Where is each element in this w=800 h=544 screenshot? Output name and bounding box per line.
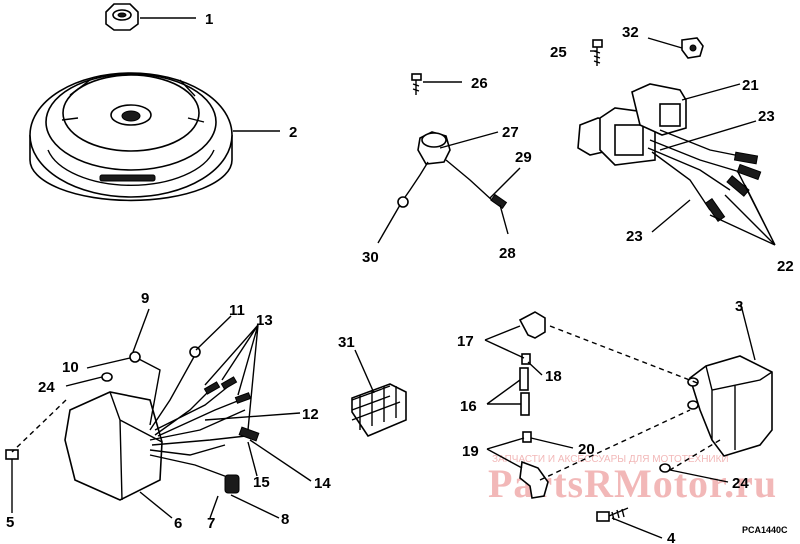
callout-23-bottom: 23 xyxy=(626,228,643,245)
callout-14: 14 xyxy=(314,475,331,492)
callout-24-right: 24 xyxy=(732,475,749,492)
callout-10: 10 xyxy=(62,359,79,376)
callout-2: 2 xyxy=(289,124,297,141)
callout-25: 25 xyxy=(550,44,567,61)
callout-13: 13 xyxy=(256,312,273,329)
callout-24-left: 24 xyxy=(38,379,55,396)
callout-1: 1 xyxy=(205,11,213,28)
callout-15: 15 xyxy=(253,474,270,491)
callout-31: 31 xyxy=(338,334,355,351)
callout-4: 4 xyxy=(667,530,676,544)
callout-30: 30 xyxy=(362,249,379,266)
callout-20: 20 xyxy=(578,441,595,458)
callout-7: 7 xyxy=(207,515,215,532)
callout-28: 28 xyxy=(499,245,516,262)
callout-11: 11 xyxy=(229,302,245,319)
callout-3: 3 xyxy=(735,298,743,315)
callout-23-top: 23 xyxy=(758,108,775,125)
callout-26: 26 xyxy=(471,75,488,92)
callout-8: 8 xyxy=(281,511,289,528)
callout-12: 12 xyxy=(302,406,319,423)
callout-27: 27 xyxy=(502,124,519,141)
callout-5: 5 xyxy=(6,514,14,531)
part-nut xyxy=(105,3,139,31)
callout-17: 17 xyxy=(457,333,474,350)
part-rectifier xyxy=(351,383,407,437)
callout-29: 29 xyxy=(515,149,532,166)
callout-labels: 1 2 3 4 5 6 7 8 9 10 11 12 13 14 15 16 1… xyxy=(6,11,794,544)
callout-19: 19 xyxy=(462,443,479,460)
part-temp-switch xyxy=(397,73,508,209)
part-flywheel xyxy=(29,72,233,202)
part-ignition-coil xyxy=(596,355,773,522)
callout-32: 32 xyxy=(622,24,639,41)
watermark-tagline: ЗАПЧАСТИ И АКСЕССУАРЫ ДЛЯ МОТОТЕХНИКИ xyxy=(492,454,729,465)
diagram-code: PCA1440C xyxy=(742,525,788,535)
callout-18: 18 xyxy=(545,368,562,385)
callout-9: 9 xyxy=(141,290,149,307)
callout-6: 6 xyxy=(174,515,182,532)
leader-lines xyxy=(11,17,776,539)
part-charge-coil-assembly xyxy=(577,37,762,223)
callout-21: 21 xyxy=(742,77,759,94)
part-power-pack xyxy=(5,346,260,501)
callout-16: 16 xyxy=(460,398,477,415)
callout-22: 22 xyxy=(777,258,794,275)
